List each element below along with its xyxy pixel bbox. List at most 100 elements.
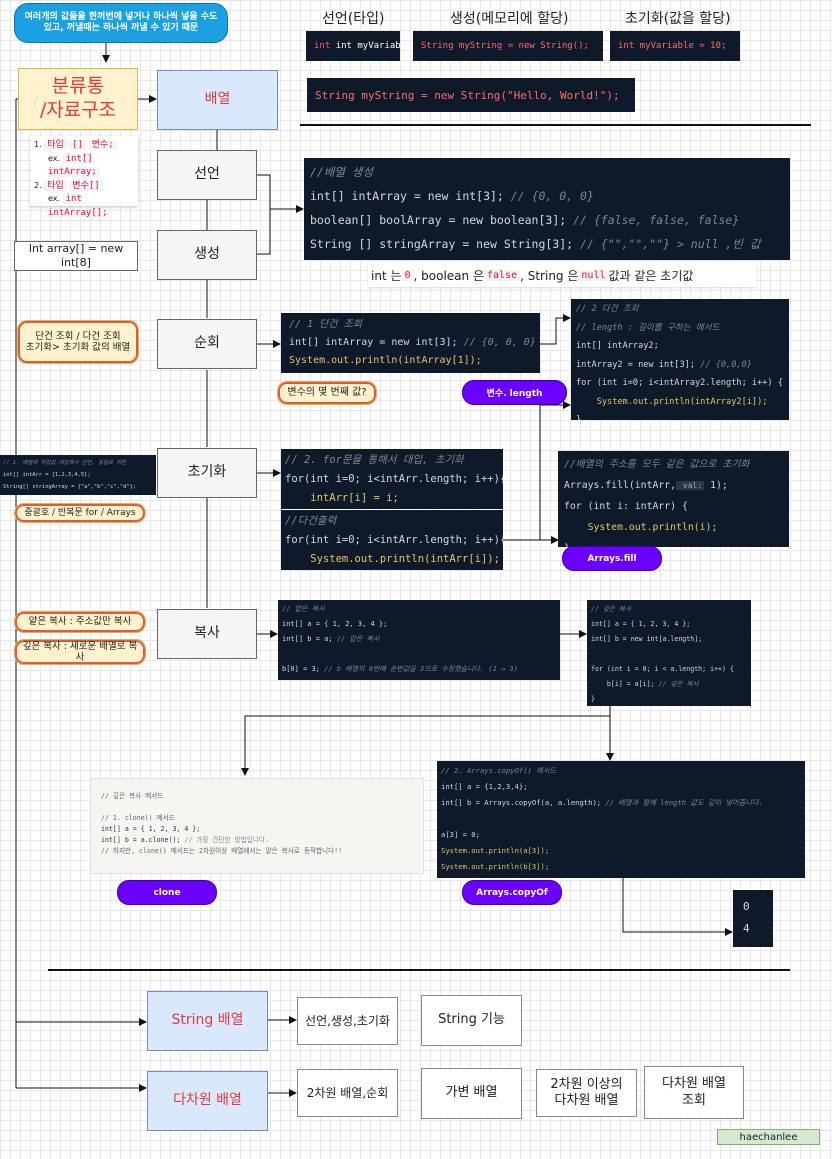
syntax-chip: 타입: [44, 180, 67, 191]
multi-code-line: intArray2 = new int[3];: [576, 359, 695, 370]
clone-code-comment: // 1. clone() 메서드: [101, 814, 175, 822]
caption-chip: false: [484, 269, 521, 281]
output-value: 4: [743, 922, 750, 935]
multi-code-comment: // 2 다건 조회: [576, 304, 639, 314]
single-code-comment: // {0, 0, 0}: [457, 337, 536, 348]
multi-code-line: int[] intArray2;: [576, 341, 659, 351]
syntax-num-1: 1.: [34, 140, 42, 149]
copyof-code-line: System.out.println(b[3]);: [441, 862, 550, 871]
fill-code-line: for (int i: intArr) {: [564, 501, 688, 512]
copyof-code-line: a[3] = 0;: [441, 830, 480, 839]
create-code-line: int[] intArray = new int[3];: [310, 189, 504, 203]
initialize-node[interactable]: 초기화: [157, 448, 257, 498]
shallow-code-line: int[] a = { 1, 2, 3, 4 };: [282, 620, 388, 628]
deep-code-line: for (int i = 0; i < a.length; i++) {: [591, 665, 734, 673]
shallow-code-line: int[] b = a;: [282, 635, 333, 643]
default-values-caption: int 는 0 , boolean 은 false , String 은 nul…: [368, 263, 756, 287]
multi-query-code: // 2 다건 조회 // length : 길이를 구하는 메서드 int[]…: [571, 299, 789, 420]
string-child-features[interactable]: String 기능: [421, 995, 522, 1046]
shallow-code-comment: // 얕은 복사: [282, 605, 325, 613]
top-note-text: 여러개의 값들을 한꺼번에 넣거나 하나씩 넣을 수도 있고, 꺼낼때는 하나씩…: [24, 11, 218, 33]
copyof-code-comment: // 2. Arrays.copyOf() 메서드: [441, 766, 557, 775]
fill-param-hint: val:: [676, 481, 705, 490]
clone-code-comment: // 가장 간단한 방법입니다.: [180, 836, 269, 844]
multi-array-node[interactable]: 다차원 배열: [147, 1071, 268, 1131]
copy-node[interactable]: 복사: [157, 609, 257, 659]
create-code-comment: // {0, 0, 0}: [503, 189, 594, 203]
code-init: int myVariable = 10;: [610, 31, 740, 61]
copyof-code-line: int[] a = {1,2,3,4};: [441, 782, 528, 791]
create-code-block: //배열 생성 int[] intArray = new int[3]; // …: [304, 158, 790, 260]
category-node[interactable]: 분류통 /자료구조: [18, 68, 138, 130]
array-node[interactable]: 배열: [157, 70, 278, 130]
multi-code-line: }: [576, 415, 582, 420]
code-init-text: int myVariable = 10;: [618, 41, 727, 51]
for-code-line: for(int i=0; i<intArr.length; i++){: [285, 473, 503, 485]
copyof-code-line: System.out.println(a[3]);: [441, 846, 550, 855]
single-code-line: System.out.println(intArray[1]);: [289, 355, 482, 366]
multi-child-query[interactable]: 다차원 배열 조회: [644, 1066, 744, 1119]
code-declare: int int myVariable;: [306, 31, 400, 61]
create-code-comment: //배열 생성: [310, 165, 374, 179]
clone-pill[interactable]: clone: [117, 880, 217, 905]
copyof-pill[interactable]: Arrays.copyOf: [462, 880, 562, 905]
caption-text: 값과 같은 초기값: [608, 268, 694, 283]
header-create: 생성(메모리에 할당): [450, 11, 569, 27]
caption-text: int 는: [371, 268, 402, 283]
fill-code-line: }: [564, 538, 783, 547]
fill-code: //배열의 주소를 모두 같은 값으로 초기화 Arrays.fill(intA…: [558, 451, 789, 547]
code-full: String myString = new String("Hello, Wor…: [307, 78, 635, 112]
multi-child-nd[interactable]: 2차원 이상의 다차원 배열: [536, 1069, 637, 1117]
code-create-text: String myString = new String();: [421, 41, 589, 51]
index-note: 변수의 몇 번째 값?: [277, 381, 377, 405]
syntax-ex-label: ex.: [48, 153, 61, 163]
fill-pill[interactable]: Arrays.fill: [562, 546, 662, 571]
length-pill[interactable]: 변수. length: [462, 380, 567, 405]
for-code-line: for(int i=0; i<intArr.length; i++){: [285, 534, 503, 546]
multi-child-2d[interactable]: 2차원 배열,순회: [297, 1069, 398, 1117]
fill-code-line: 1);: [704, 480, 728, 491]
multi-code-line: System.out.println(intArray2[i]);: [576, 396, 768, 407]
traverse-node[interactable]: 순회: [157, 319, 257, 369]
single-query-code: // 1 단건 조회 int[] intArray = new int[3]; …: [281, 313, 540, 373]
code-declare-text: int myVariable;: [335, 41, 400, 51]
multi-code-comment: // length : 길이를 구하는 메서드: [576, 322, 720, 333]
create-node[interactable]: 생성: [157, 230, 257, 280]
create-code-line: boolean[] boolArray = new boolean[3];: [310, 213, 567, 227]
output-value: 0: [743, 900, 750, 913]
deep-code-line: }: [591, 695, 595, 703]
create-code-comment: // {false, false, false}: [566, 213, 740, 227]
for-init-code: // 2. for문을 통해서 대입, 초기화 for(int i=0; i<i…: [281, 449, 503, 509]
caption-text: , boolean 은: [413, 268, 484, 283]
clone-code: // 깊은 복사 메서드 // 1. clone() 메서드 int[] a =…: [90, 778, 424, 874]
create-code-comment: // {"","",""} > null ,빈 값: [573, 237, 761, 251]
string-child-declare[interactable]: 선언,생성,초기화: [297, 997, 398, 1045]
output-panel: 0 4: [733, 890, 773, 947]
declare-node[interactable]: 선언: [157, 150, 257, 200]
deep-copy-code: // 깊은 복사 int[] a = { 1, 2, 3, 4 }; int[]…: [587, 600, 751, 706]
init-direct-code: // 1. 배열에 직접값 대입해서 선언, 동일로 저튼 int[] intA…: [0, 455, 156, 495]
deep-code-line: int[] a = { 1, 2, 3, 4 };: [591, 620, 691, 628]
syntax-ex-label: ex.: [48, 194, 61, 203]
author-name: haechanlee: [739, 1131, 798, 1143]
author-tag: haechanlee: [717, 1129, 820, 1145]
clone-code-comment: // 깊은 복사 메서드: [101, 792, 164, 800]
caption-chip: 0: [401, 269, 414, 281]
top-note-bubble: 여러개의 값들을 한꺼번에 넣거나 하나씩 넣을 수도 있고, 꺼낼때는 하나씩…: [14, 3, 228, 43]
copyof-code-line: int[] b = Arrays.copyOf(a, a.length);: [441, 798, 602, 807]
shallow-code-line: b[0] = 3;: [282, 665, 320, 673]
traverse-note: 단건 조회 / 다건 조회 초기화> 초기화 값의 배열: [17, 320, 139, 364]
multi-code-comment: // {0,0,0}: [695, 359, 752, 370]
string-array-node[interactable]: String 배열: [147, 991, 268, 1051]
shallow-code-comment: // b 배열의 0번째 순번값을 3으로 수정했습니다. (1 → 3): [319, 665, 518, 673]
init-left-line: int[] intArr = {1,2,3,4,5};: [3, 472, 91, 478]
deep-code-line: int[] b = new int[a.length];: [591, 635, 703, 643]
copyof-code-comment: // 배열과 함께 length 값도 같이 넣어줍니다.: [601, 798, 763, 807]
clone-code-line: int[] b = a.clone();: [101, 836, 181, 844]
syntax-chip: 변수[]: [69, 180, 103, 191]
init-left-line: String[] stringArray = {"a","b","c","d"}…: [3, 484, 137, 490]
for-code-comment: //다건출력: [285, 515, 337, 527]
multi-child-jagged[interactable]: 가변 배열: [421, 1068, 522, 1119]
deep-code-line: b[i] = a[i];: [591, 680, 655, 688]
single-code-comment: // 1 단건 조회: [289, 319, 362, 330]
